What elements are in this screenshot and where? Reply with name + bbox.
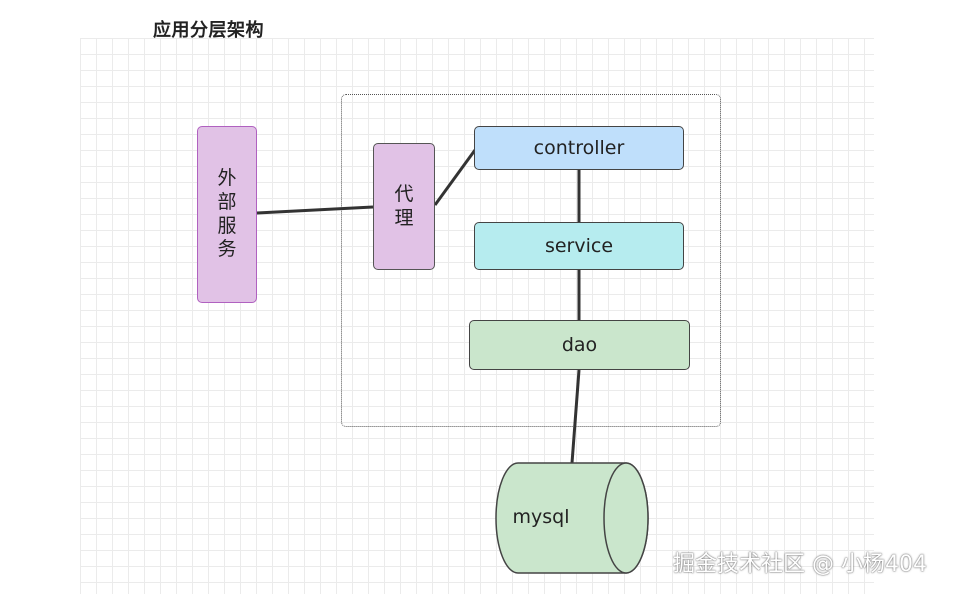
proxy-box: 代 理 [373,143,435,270]
mysql-cylinder [495,462,649,574]
controller-box: controller [474,126,684,170]
mysql-label: mysql [512,506,570,528]
link-dao-mysql [570,369,581,464]
dao-label: dao [561,334,598,356]
link-external-proxy [256,205,374,215]
service-label: service [544,235,614,257]
link-proxy-controller [433,149,477,206]
controller-label: controller [533,137,625,159]
external-service-box: 外 部 服 务 [197,126,257,303]
diagram-title: 应用分层架构 [153,20,264,41]
dao-box: dao [469,320,690,370]
service-box: service [474,222,684,270]
watermark: 掘金技术社区 @ 小杨404 [673,552,927,577]
external-service-label: 外 部 服 务 [217,167,237,261]
application-boundary [341,94,721,427]
proxy-label: 代 理 [394,182,414,229]
